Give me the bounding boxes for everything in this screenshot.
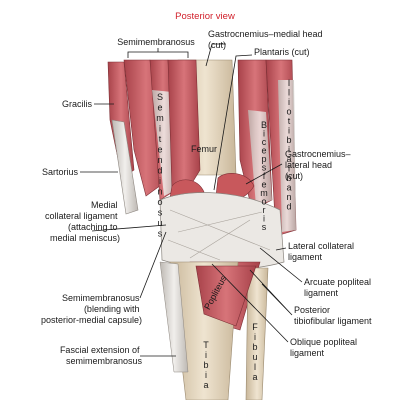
label-femur: Femur (191, 144, 217, 154)
label-lateral-collateral-ligament: Lateral collateral ligament (288, 241, 357, 262)
label-sartorius: Sartorius (42, 167, 79, 177)
label-arcuate-popliteal-ligament: Arcuate popliteal ligament (304, 277, 374, 298)
fascial-extension (159, 261, 189, 373)
leader-lines (80, 43, 303, 357)
label-gastrocnemius-lateral-head: Gastrocnemius– lateral head (cut) (285, 149, 353, 181)
labels: Semimembranosus Gastrocnemius–medial hea… (41, 29, 374, 366)
label-plantaris: Plantaris (cut) (254, 47, 310, 57)
sartorius-muscle (111, 119, 139, 215)
label-gracilis: Gracilis (62, 99, 93, 109)
label-medial-collateral-ligament: Medial collateral ligament (attaching to… (45, 200, 120, 243)
fibula-bone (245, 267, 269, 400)
label-fascial-extension-semimembranosus: Fascial extension of semimembranosus (60, 345, 143, 366)
label-semimembranosus-top: Semimembranosus (117, 37, 195, 47)
figure-title: Posterior view (175, 11, 235, 22)
label-oblique-popliteal-ligament: Oblique popliteal ligament (290, 337, 360, 358)
anatomy-illustration (107, 59, 297, 400)
label-posterior-tibiofibular-ligament: Posterior tibiofibular ligament (294, 305, 372, 326)
label-gastrocnemius-medial-head: Gastrocnemius–medial head (cut) (208, 29, 325, 50)
label-semimembranosus-blending: Semimembranosus (blending with posterior… (41, 293, 142, 325)
gastrocnemius-medial-head (167, 59, 201, 197)
